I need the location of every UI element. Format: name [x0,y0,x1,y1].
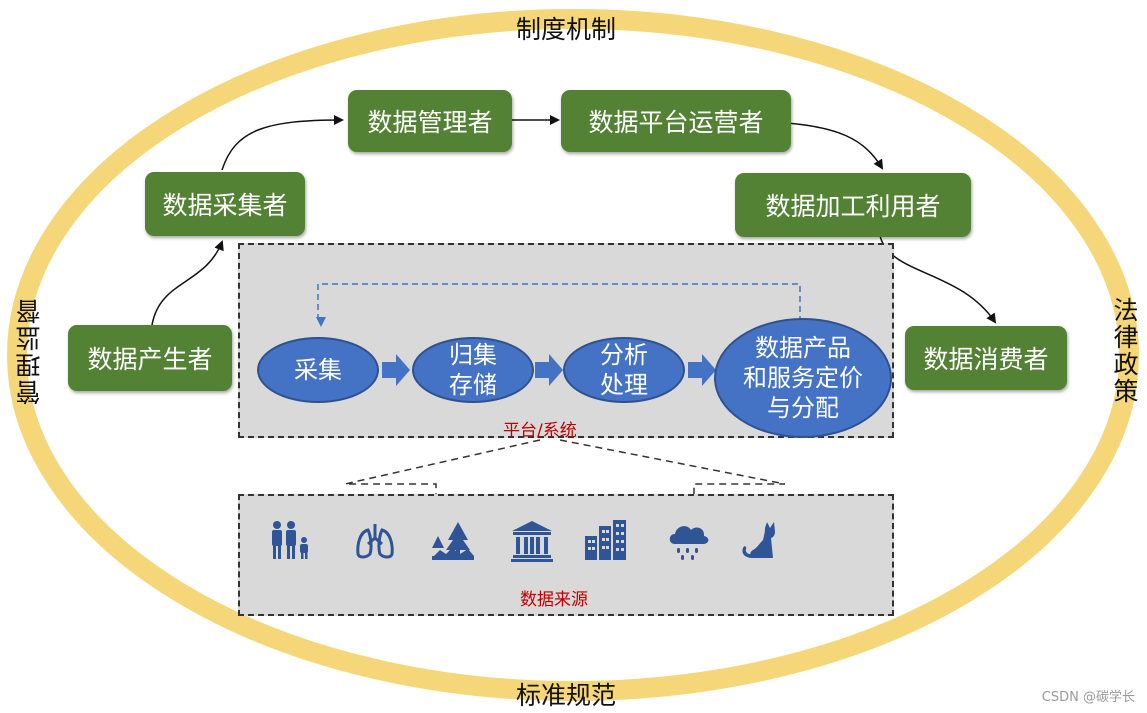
step-analyze-label: 分析 处理 [600,341,648,399]
arrow-processor-to-consumer [879,235,997,324]
actor-consumer: 数据消费者 [905,326,1067,390]
arrow-collector-to-manager [221,115,344,171]
step-pricing: 数据产品 和服务定价 与分配 [714,318,892,438]
arrow-producer-to-collector [151,240,224,326]
step-store-label: 归集 存储 [449,341,497,399]
buildings-icon [585,520,626,560]
step-pricing-label: 数据产品 和服务定价 与分配 [743,334,863,422]
arrow-operator-to-processor [769,121,884,170]
ring-label-right: 法律政策 [1110,297,1139,405]
ring-label-top: 制度机制 [516,15,617,44]
step-analyze: 分析 处理 [563,337,685,403]
lungs-icon [356,524,394,559]
cat-icon [742,522,775,558]
ring-label-left: 管理监督 [15,297,44,405]
actor-processor: 数据加工利用者 [735,173,971,237]
rain-cloud-icon [669,526,709,560]
ring-label-bottom: 标准规范 [516,681,617,710]
governance-ring [7,9,1139,701]
step-store: 归集 存储 [412,337,534,403]
step-collect-label: 采集 [294,356,342,384]
actor-manager: 数据管理者 [348,90,512,152]
landscape-icon [432,522,474,560]
step-collect: 采集 [257,337,379,403]
actor-collector: 数据采集者 [145,172,305,236]
sources-label: 数据来源 [520,590,588,610]
sources-panel [238,494,894,616]
platform-label: 平台/系统 [503,421,577,441]
people-icon [272,521,308,559]
actor-producer: 数据产生者 [68,325,232,391]
actor-operator: 数据平台运营者 [561,90,791,152]
bank-icon [511,521,553,562]
watermark: CSDN @碳学长 [1041,690,1135,705]
